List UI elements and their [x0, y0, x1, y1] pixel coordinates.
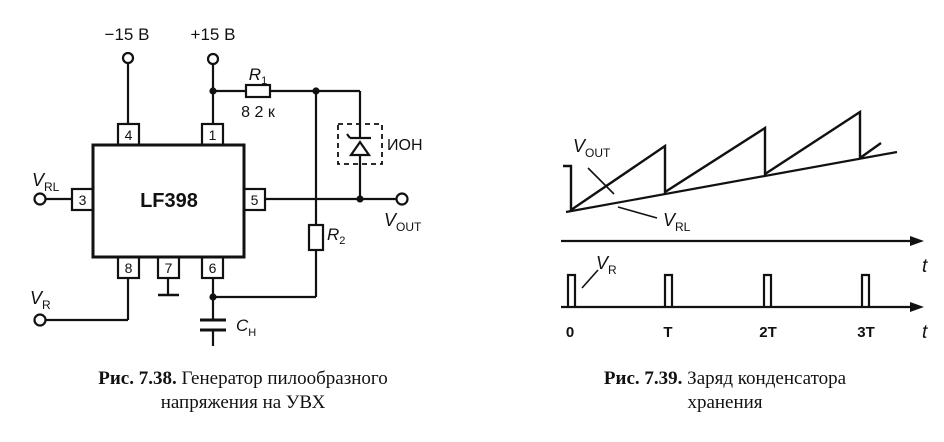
pin-7-label: 7 — [165, 260, 173, 276]
caption-fig-7-39: Рис. 7.39. Заряд конденсатора хранения — [560, 367, 890, 415]
pin-3-label: 3 — [79, 192, 87, 208]
caption-fig-7-38-number: Рис. 7.38. — [98, 368, 177, 389]
tick-3t: 3T — [857, 324, 875, 341]
label-vout: VOUT — [384, 210, 422, 234]
pin-8-label: 8 — [125, 260, 133, 276]
axis-t-upper: t — [922, 256, 928, 277]
caption-fig-7-38-text-1: Генератор пилообразного — [181, 368, 388, 389]
pin-4-label: 4 — [125, 127, 133, 143]
vout-sawtooth — [563, 109, 882, 213]
chip-label: LF398 — [140, 190, 198, 212]
tick-2t: 2T — [759, 324, 777, 341]
label-vrl: VRL — [32, 170, 60, 194]
axis-t-lower: t — [922, 322, 928, 343]
pulse-0 — [566, 273, 577, 307]
label-pos15: +15 В — [191, 25, 236, 44]
label-ch: CH — [236, 316, 256, 339]
zener-diode — [348, 140, 372, 157]
resistor-r2 — [307, 223, 325, 252]
terminal-vr — [33, 313, 47, 327]
pulse-3 — [860, 273, 871, 307]
circuit-diagram — [33, 51, 409, 346]
vrl-line — [565, 150, 898, 214]
caption-fig-7-39-text-1: Заряд конденсатора — [687, 368, 847, 389]
label-ion: ИОН — [387, 137, 423, 154]
label-neg15: −15 В — [105, 25, 150, 44]
timing-label-vout: VOUT — [573, 136, 611, 160]
label-vr: VR — [30, 288, 51, 312]
caption-fig-7-39-number: Рис. 7.39. — [603, 368, 683, 389]
timing-diagram — [561, 109, 924, 312]
label-r1: R1 — [249, 65, 267, 87]
terminal-vout — [395, 192, 409, 206]
pulse-2 — [762, 273, 773, 307]
terminal-neg15 — [121, 51, 135, 65]
pin-1-label: 1 — [209, 127, 217, 143]
pin-5-label: 5 — [251, 192, 259, 208]
caption-fig-7-38: Рис. 7.38. Генератор пилообразного напря… — [58, 367, 428, 415]
timing-label-vrl: VRL — [663, 210, 691, 234]
tick-t: T — [663, 324, 672, 341]
label-r2: R2 — [327, 225, 345, 247]
terminal-pos15 — [206, 52, 220, 66]
tick-0: 0 — [566, 324, 574, 341]
terminal-vrl — [33, 192, 47, 206]
pulse-1 — [663, 273, 674, 307]
timing-label-vr: VR — [596, 253, 617, 277]
pin-6-label: 6 — [209, 260, 217, 276]
label-r1-value: 8 2 к — [241, 104, 276, 121]
caption-fig-7-38-text-2: напряжения на УВХ — [160, 392, 326, 413]
caption-fig-7-39-text-2: хранения — [687, 392, 763, 413]
